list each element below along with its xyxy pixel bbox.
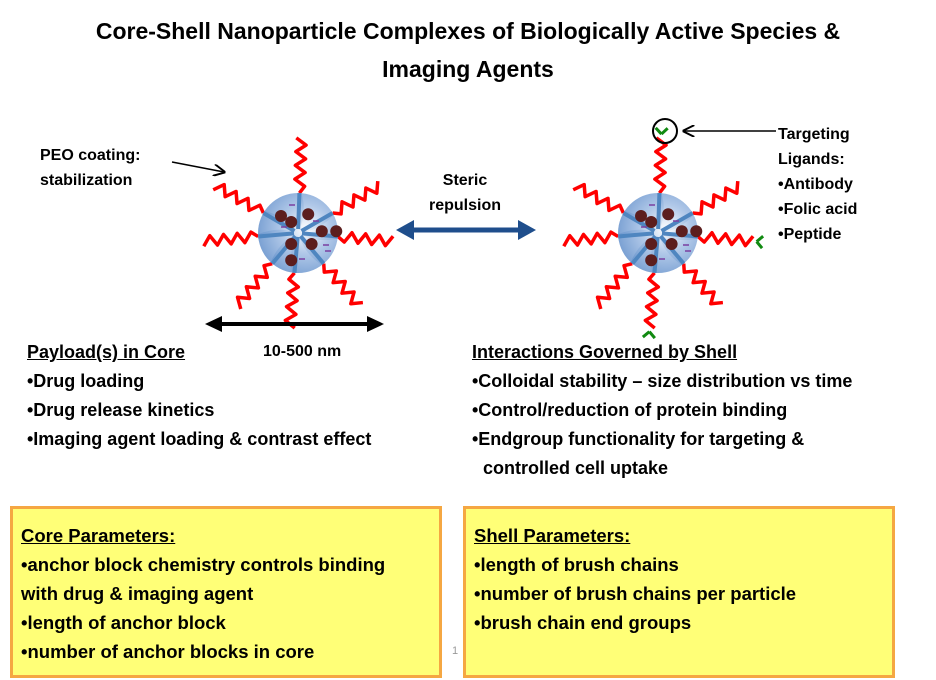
peo-brush-chain <box>212 182 265 214</box>
list-item: •Colloidal stability – size distribution… <box>472 371 853 391</box>
ligand-icon <box>755 235 765 250</box>
page-number: 1 <box>452 645 459 657</box>
payload-drug-dot <box>285 215 298 228</box>
payload-drug-dot <box>285 238 298 251</box>
payload-drug-dot <box>645 215 658 228</box>
anchor-block <box>617 231 655 239</box>
payload-drug-dot <box>275 210 287 222</box>
peo-brush-chain <box>643 271 661 330</box>
anchor-block <box>292 236 300 274</box>
list-item: •Imaging agent loading & contrast effect <box>27 429 372 449</box>
peo-brush-chain <box>293 136 308 195</box>
payload-drug-dot <box>662 208 675 221</box>
peo-brush-chain <box>202 230 260 248</box>
peo-brush-chain <box>235 261 273 310</box>
targeting-ligands-label: Targeting Ligands: •Antibody •Folic acid… <box>778 122 857 247</box>
list-item: •number of brush chains per particle <box>474 583 797 604</box>
payload-drug-dot <box>302 208 315 221</box>
payload-drug-dot <box>645 254 658 267</box>
list-item: •Control/reduction of protein binding <box>472 400 788 420</box>
steric-label-line1: Steric <box>442 172 488 189</box>
ligand-item: •Antibody <box>778 176 853 193</box>
payload-drug-dot <box>675 225 688 238</box>
peo-label-line2: stabilization <box>40 172 133 189</box>
list-item: •anchor block chemistry controls binding <box>21 554 386 575</box>
anchor-block <box>656 192 662 230</box>
steric-label: Steric repulsion <box>420 168 510 218</box>
payload-drug-dot <box>305 238 318 251</box>
list-item: •Drug release kinetics <box>27 400 215 420</box>
steric-label-line2: repulsion <box>428 197 501 214</box>
title-line-2: Imaging Agents <box>382 56 554 82</box>
shell-interactions-section: Interactions Governed by Shell •Colloida… <box>472 338 852 483</box>
steric-repulsion-arrow <box>396 220 536 240</box>
nanoparticle-targeted <box>562 126 765 340</box>
payload-drug-dot <box>330 225 343 238</box>
list-item: controlled cell uptake <box>483 458 669 478</box>
peo-brush-chain <box>696 230 755 248</box>
core-payload-section: Payload(s) in Core •Drug loading •Drug r… <box>27 338 371 454</box>
ligand-icon <box>641 330 656 340</box>
size-arrow <box>205 316 384 332</box>
list-item: •length of anchor block <box>21 612 226 633</box>
peo-brush-chain <box>572 182 625 214</box>
anchor-block <box>262 211 296 233</box>
payload-drug-dot <box>645 238 658 251</box>
shell-params-heading: Shell Parameters: <box>474 525 631 546</box>
ligand-icon <box>654 126 669 136</box>
anchor-block <box>296 192 302 230</box>
peo-label-line1: PEO coating: <box>40 147 141 164</box>
peo-brush-chain <box>595 261 633 310</box>
list-item: •length of brush chains <box>474 554 679 575</box>
anchor-block <box>300 211 334 233</box>
list-item: •number of anchor blocks in core <box>21 641 315 662</box>
peo-brush-chain <box>336 230 395 248</box>
slide-title: Core-Shell Nanoparticle Complexes of Bio… <box>0 12 936 88</box>
peo-brush-chain <box>681 263 724 306</box>
shell-parameters-box: Shell Parameters: •length of brush chain… <box>463 506 895 678</box>
peo-brush-chain <box>321 263 364 306</box>
title-line-1: Core-Shell Nanoparticle Complexes of Bio… <box>95 18 841 44</box>
core-section-heading: Payload(s) in Core <box>27 342 186 362</box>
shell-section-heading: Interactions Governed by Shell <box>472 342 738 362</box>
targeting-line2: Ligands: <box>778 151 845 168</box>
ligand-item: •Folic acid <box>778 201 858 218</box>
payload-drug-dot <box>665 238 678 251</box>
peo-label: PEO coating: stabilization <box>40 143 140 193</box>
list-item: with drug & imaging agent <box>21 583 254 604</box>
payload-drug-dot <box>315 225 328 238</box>
targeting-line1: Targeting <box>778 126 850 143</box>
size-label: 10-500 nm <box>263 343 342 360</box>
core-parameters-box: Core Parameters: •anchor block chemistry… <box>10 506 442 678</box>
ligand-item: •Peptide <box>778 226 842 243</box>
list-item: •Endgroup functionality for targeting & <box>472 429 805 449</box>
peo-brush-chain <box>653 136 668 195</box>
anchor-block <box>660 211 694 233</box>
ligand-highlight-circle <box>652 118 678 144</box>
list-item: •brush chain end groups <box>474 612 692 633</box>
anchor-block <box>622 211 656 233</box>
peo-pointer-arrow <box>171 161 224 172</box>
peo-brush-chain <box>692 181 740 216</box>
nanoparticle-plain <box>202 136 395 330</box>
peo-brush-chain <box>283 271 301 330</box>
anchor-block <box>652 236 660 274</box>
peo-brush-chain <box>562 230 620 248</box>
peo-brush-chain <box>332 181 380 216</box>
anchor-block <box>257 231 295 239</box>
list-item: •Drug loading <box>27 371 145 391</box>
payload-drug-dot <box>285 254 298 267</box>
core-params-heading: Core Parameters: <box>21 525 176 546</box>
payload-drug-dot <box>635 210 647 222</box>
payload-drug-dot <box>690 225 703 238</box>
